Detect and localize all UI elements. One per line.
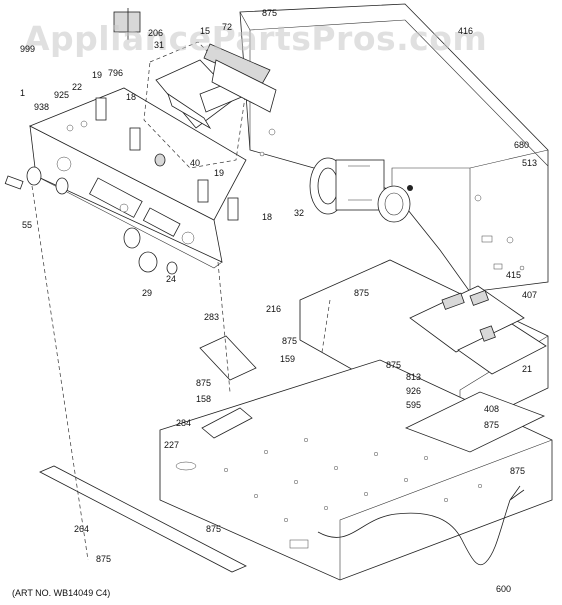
callout: 206 — [148, 28, 163, 38]
trim-piece — [4, 175, 24, 190]
bracket-21 — [404, 391, 546, 453]
callout: 55 — [22, 220, 32, 230]
callout: 15 — [200, 26, 210, 36]
relay-plate — [299, 259, 549, 431]
callout: 796 — [108, 68, 123, 78]
callout: 19 — [92, 70, 102, 80]
callout: 875 — [282, 336, 297, 346]
rear-chassis-panel — [239, 3, 549, 293]
control-knobs — [26, 153, 178, 275]
front-trim-strip — [39, 465, 247, 573]
callout: 407 — [522, 290, 537, 300]
callout: 938 — [34, 102, 49, 112]
callout: 875 — [196, 378, 211, 388]
callout: 408 — [484, 404, 499, 414]
callout: 72 — [222, 22, 232, 32]
callout: 264 — [74, 524, 89, 534]
callout: 875 — [96, 554, 111, 564]
electronic-control-board — [113, 8, 277, 169]
callout: 40 — [190, 158, 200, 168]
callout: 999 — [20, 44, 35, 54]
callout: 680 — [514, 140, 529, 150]
callout: 415 — [506, 270, 521, 280]
callout: 600 — [496, 584, 511, 594]
wire-harness — [317, 499, 511, 566]
callout: 24 — [166, 274, 176, 284]
bracket-284 — [201, 407, 253, 439]
callout: 595 — [406, 400, 421, 410]
callout: 925 — [54, 90, 69, 100]
callout: 284 — [176, 418, 191, 428]
callout: 875 — [262, 8, 277, 18]
switch-brackets — [95, 97, 239, 221]
callout: 31 — [154, 40, 164, 50]
callout: 18 — [126, 92, 136, 102]
callout: 1 — [20, 88, 25, 98]
control-panel — [29, 87, 247, 269]
callout: 926 — [406, 386, 421, 396]
bracket-283 — [199, 335, 257, 381]
leader-lines — [31, 185, 331, 561]
watermark: AppliancePartsPros.com — [24, 19, 487, 58]
callout: 283 — [204, 312, 219, 322]
callout: 19 — [214, 168, 224, 178]
callout: 21 — [522, 364, 532, 374]
callout: 875 — [510, 466, 525, 476]
callout: 875 — [484, 420, 499, 430]
callout: 875 — [206, 524, 221, 534]
callout: 159 — [280, 354, 295, 364]
callout: 875 — [354, 288, 369, 298]
callout: 158 — [196, 394, 211, 404]
callout-labels: 1 938 925 22 19 796 18 40 19 18 55 29 24… — [20, 8, 537, 594]
callout: 416 — [458, 26, 473, 36]
callout: 29 — [142, 288, 152, 298]
callout: 32 — [294, 208, 304, 218]
callout: 813 — [406, 372, 421, 382]
callout: 227 — [164, 440, 179, 450]
callout: 22 — [72, 82, 82, 92]
callout: 216 — [266, 304, 281, 314]
callout: 875 — [386, 360, 401, 370]
art-number: (ART NO. WB14049 C4) — [12, 588, 110, 598]
callout: 18 — [262, 212, 272, 222]
callout: 513 — [522, 158, 537, 168]
blower-assembly — [309, 157, 413, 223]
